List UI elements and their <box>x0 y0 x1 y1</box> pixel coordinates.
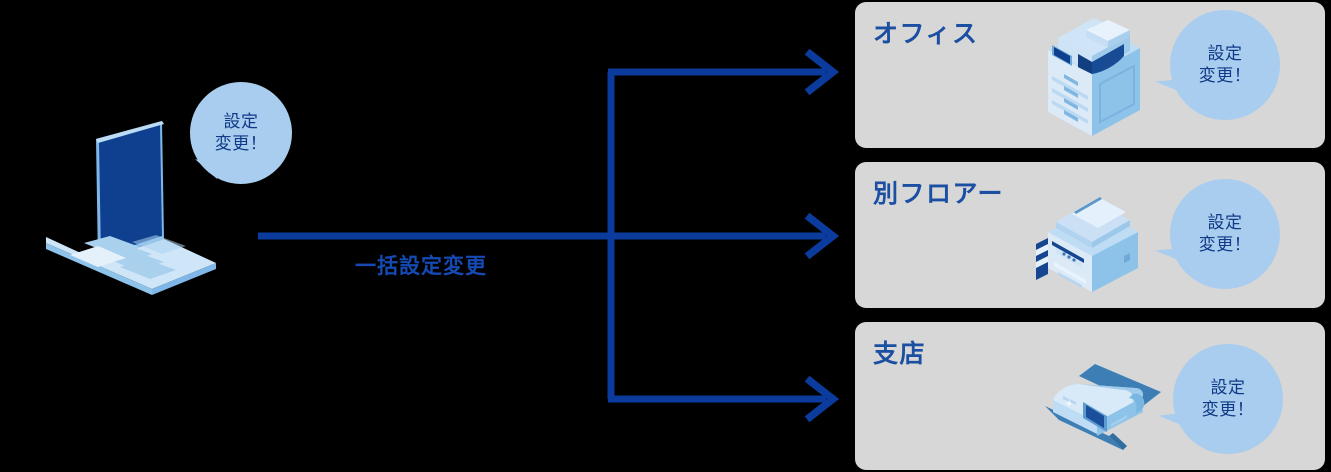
laptop-icon <box>46 121 216 295</box>
laptop-bubble-text: 設定 変更！ <box>214 112 268 153</box>
arrowhead-office <box>804 48 840 96</box>
panel-title-other-floor: 別フロアー <box>873 180 1005 208</box>
multifunction-copier-illustration <box>1030 10 1160 145</box>
laptop-illustration <box>40 115 260 295</box>
inkjet-fax-printer-icon <box>1045 364 1161 450</box>
branch-speech-bubble: 設定 変更！ <box>1158 344 1283 454</box>
multifunction-copier-icon <box>1048 18 1140 136</box>
arrowhead-branch <box>804 375 840 423</box>
panel-title-office: オフィス <box>873 20 979 48</box>
speech-bubble-tail <box>1158 412 1190 432</box>
inkjet-fax-printer-illustration <box>1035 350 1175 460</box>
speech-bubble-tail <box>1155 247 1187 267</box>
destination-panel-office: オフィス <box>855 2 1325 148</box>
desktop-multifunction-printer-icon <box>1036 197 1138 292</box>
branch-bubble-text: 設定 変更！ <box>1201 378 1255 419</box>
office-speech-bubble: 設定 変更！ <box>1155 10 1280 120</box>
other-floor-bubble-text: 設定 変更！ <box>1198 213 1252 254</box>
speech-bubble-tail <box>1155 78 1187 98</box>
flow-label: 一括設定変更 <box>355 255 487 278</box>
laptop-speech-bubble: 設定 変更！ <box>190 82 292 184</box>
other-floor-speech-bubble: 設定 変更！ <box>1155 179 1280 289</box>
destination-panel-branch: 支店 <box>855 322 1325 470</box>
destination-panel-other-floor: 別フロアー <box>855 162 1325 308</box>
arrowhead-other-floor <box>804 212 840 260</box>
desktop-multifunction-printer-illustration <box>1030 184 1160 304</box>
panel-title-branch: 支店 <box>873 340 927 368</box>
office-bubble-text: 設定 変更！ <box>1198 44 1252 85</box>
